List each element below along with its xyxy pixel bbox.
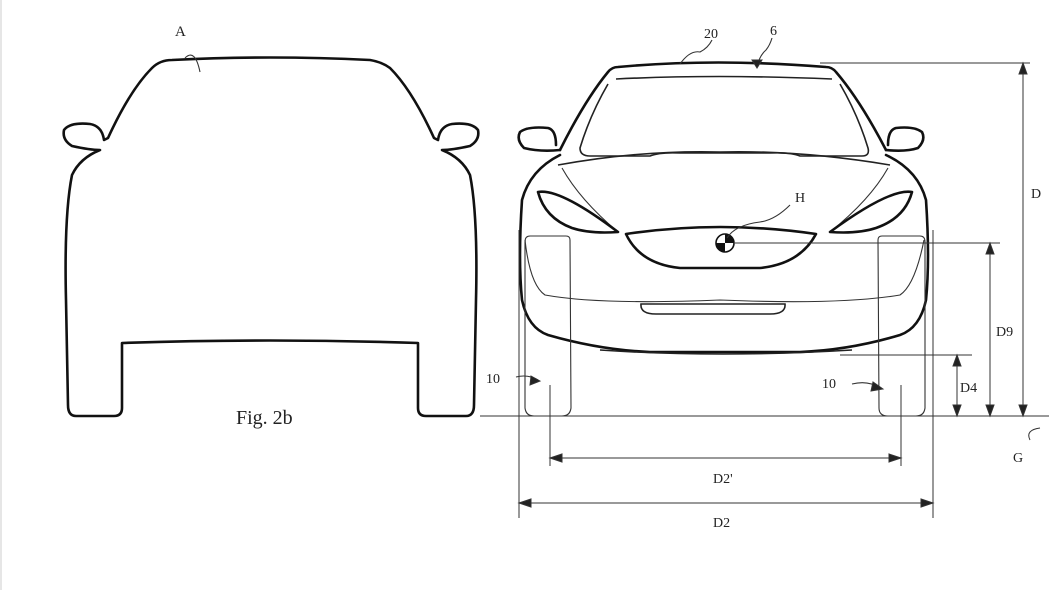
dim-D2-label: D2 [713,516,730,531]
dim-D4-label: D4 [960,381,977,396]
ref-10-right: 10 [822,377,836,392]
ref-6: 6 [770,24,777,39]
car-silhouette [62,54,480,418]
dim-D-label: D [1031,187,1041,202]
ref-20: 20 [704,27,718,42]
ground-label: G [1013,451,1023,466]
dim-D2prime-label: D2' [713,472,733,487]
ref-H: H [795,191,805,206]
logo-icon [715,233,735,253]
figure-caption: Fig. 2b [236,407,293,429]
dimension-lines [480,59,1049,518]
dim-D9-label: D9 [996,325,1013,340]
ref-10-left: 10 [486,372,500,387]
car-front-view [515,37,930,417]
label-A: A [175,24,186,40]
